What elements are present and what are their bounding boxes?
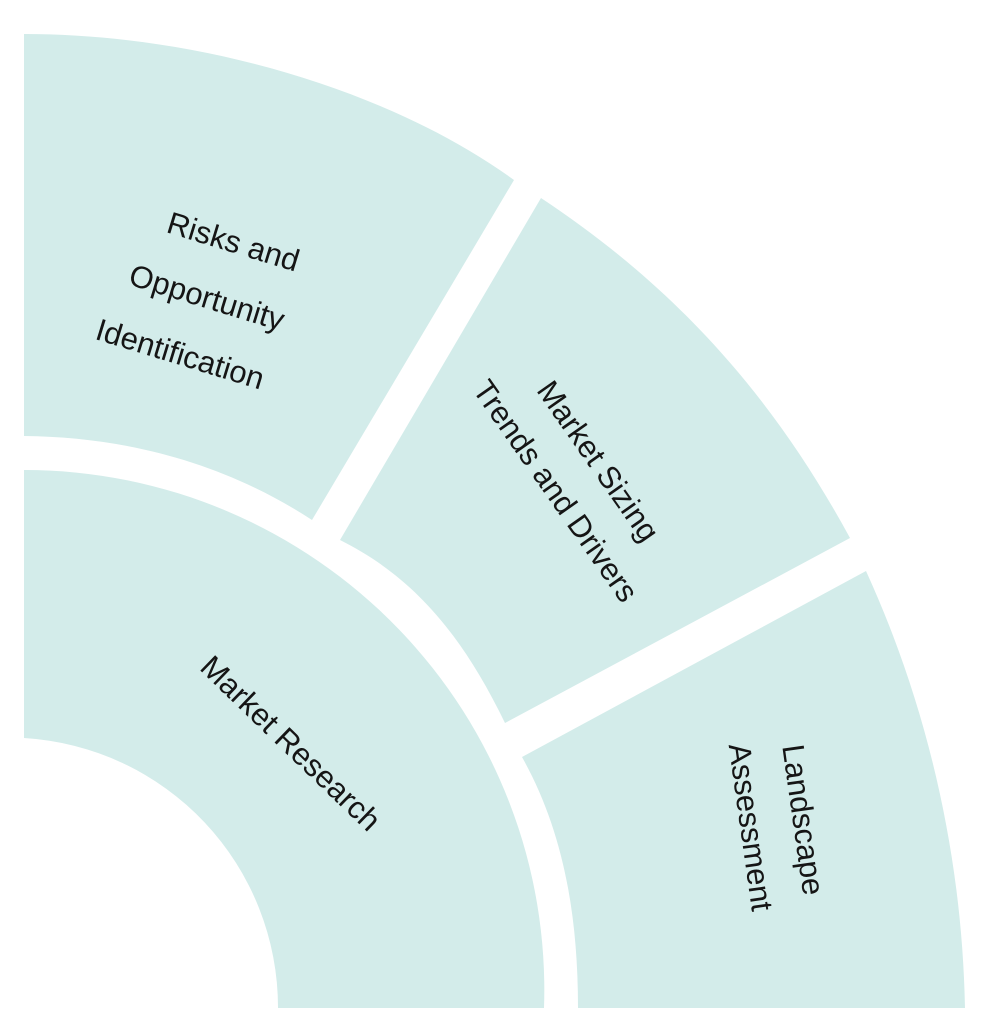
market-sizing-segment <box>340 198 850 723</box>
landscape-assessment-segment <box>522 571 965 1008</box>
risks-and-opportunity-segment <box>24 34 514 520</box>
market-research-segment <box>24 469 545 1009</box>
